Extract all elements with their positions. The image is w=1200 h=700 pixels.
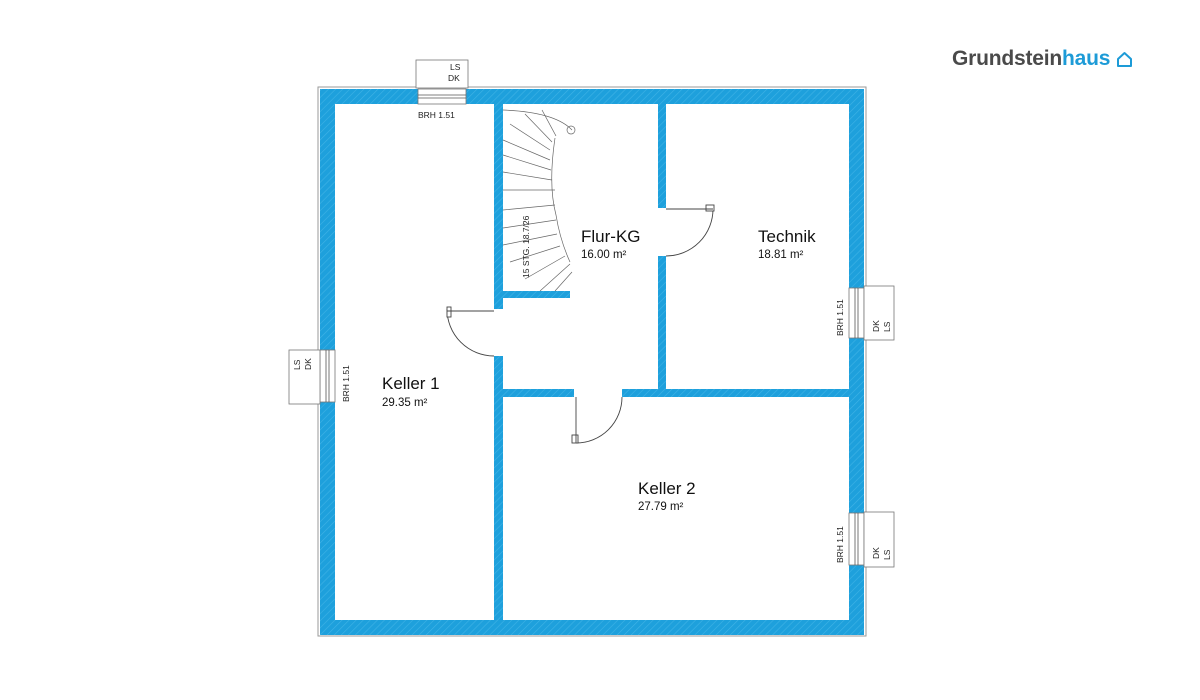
wall-flur-technik-bottom [658,256,666,396]
window-left-frame [288,349,321,405]
room-keller2-name: Keller 2 [638,479,696,498]
window-right-lower-dk: DK [871,547,881,559]
stairs-label: 15 STG. 18.7/26 [521,215,531,278]
window-top-dk: DK [448,73,460,83]
window-top-brh: BRH 1.51 [418,110,455,120]
opening-right-upper [848,287,865,339]
room-keller1-area: 29.35 m² [382,397,428,409]
room-flur-area: 16.00 m² [581,249,627,261]
window-right-upper-dk: DK [871,320,881,332]
window-left-dk: DK [303,358,313,370]
window-openings [319,88,865,566]
room-keller1-name: Keller 1 [382,374,440,393]
window-top-ls: LS [450,62,461,72]
brand-part1: Grundstein [952,47,1063,70]
wall-flur-technik-top [658,104,666,208]
wall-keller2-top-left [494,389,574,397]
exterior-walls [320,89,864,635]
window-right-lower-frame [863,511,895,568]
window-right-lower-ls: LS [882,549,892,560]
staircase [502,109,576,292]
interior-walls [494,104,857,620]
window-top: LS DK BRH 1.51 [415,59,469,120]
window-right-upper: DK LS BRH 1.51 [835,285,895,341]
window-right-upper-ls: LS [882,321,892,332]
opening-top [417,88,467,105]
window-right-upper-frame [863,285,895,341]
room-keller2-area: 27.79 m² [638,501,684,513]
window-right-lower: DK LS BRH 1.51 [835,511,895,568]
window-glazing [325,94,859,565]
window-left-ls: LS [292,359,302,370]
opening-left [319,349,336,403]
window-left-brh: BRH 1.51 [341,365,351,402]
wall-right [849,89,864,635]
room-technik-area: 18.81 m² [758,249,804,261]
brand-part2: haus [1062,47,1111,70]
house-icon [1117,51,1133,67]
room-technik-name: Technik [758,227,816,246]
window-top-frame [415,59,469,89]
wall-bottom [320,620,864,635]
window-right-upper-brh: BRH 1.51 [835,299,845,336]
opening-right-lower [848,512,865,566]
room-flur-name: Flur-KG [581,227,641,246]
wall-keller1-keller2 [494,356,503,620]
wall-stair-bottom [494,291,570,298]
window-right-lower-brh: BRH 1.51 [835,526,845,563]
wall-keller1-stair [494,104,503,309]
wall-top [320,89,864,104]
window-left: LS DK BRH 1.51 [288,349,351,405]
outer-outline [317,86,867,637]
wall-keller2-top-right [622,389,857,397]
doors [446,204,715,444]
